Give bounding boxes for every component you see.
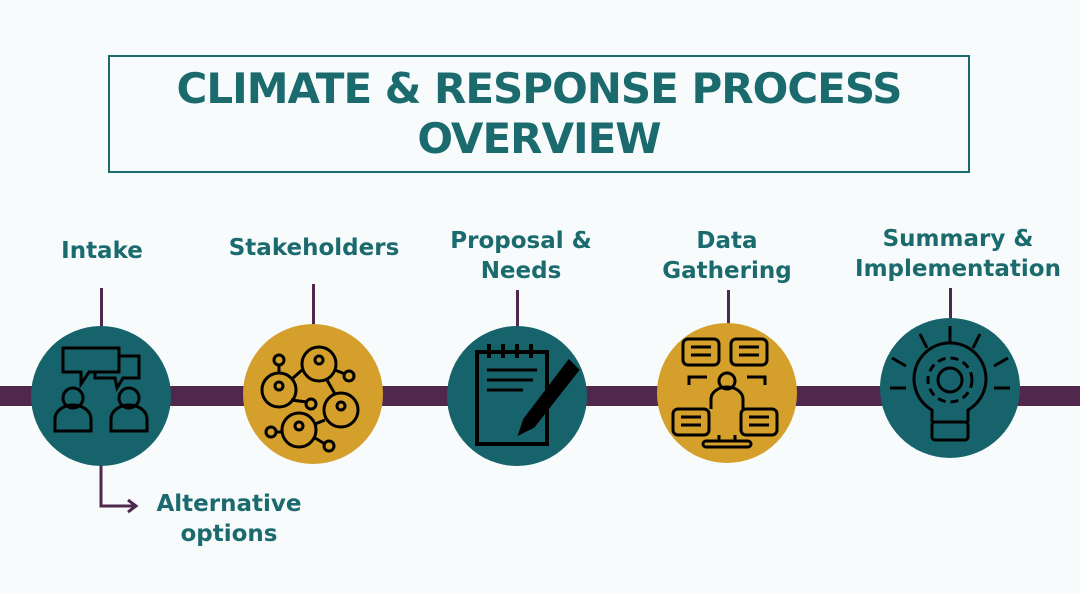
label-text: Summary & [882, 226, 1034, 252]
step-proposal [447, 326, 587, 466]
step-stakeholders [243, 324, 383, 464]
person-chat-bubbles-icon [671, 337, 779, 449]
title-box: CLIMATE & RESPONSE PROCESS OVERVIEW [108, 55, 970, 173]
connector-summary [949, 288, 952, 322]
label-text: Data [696, 228, 758, 254]
label-text: Proposal & [450, 228, 592, 254]
connector-intake [100, 288, 103, 328]
label-text: Needs [480, 258, 562, 284]
notepad-pencil-icon [475, 344, 580, 446]
label-text: Gathering [662, 258, 792, 284]
step-label-intake: Intake [61, 236, 143, 266]
network-people-icon [260, 345, 360, 453]
step-label-stakeholders: Stakeholders [229, 233, 400, 263]
title-line-2: OVERVIEW [417, 114, 661, 163]
label-text: Intake [61, 238, 143, 264]
label-text: options [180, 521, 278, 547]
label-text: Stakeholders [228, 235, 400, 261]
step-label-summary: Summary & Implementation [855, 224, 1061, 284]
title-line-1: CLIMATE & RESPONSE PROCESS [176, 64, 903, 113]
label-text: Implementation [855, 256, 1061, 282]
conversation-icon [53, 346, 149, 433]
step-summary [880, 318, 1020, 458]
connector-data [727, 290, 730, 328]
branch-label: Alternative options [157, 489, 302, 549]
step-intake [31, 326, 171, 466]
step-label-proposal: Proposal & Needs [450, 226, 591, 286]
connector-stakeholders [312, 284, 315, 328]
branch-arrow-icon [99, 460, 139, 514]
step-data-gathering [657, 323, 797, 463]
lightbulb-gear-icon [890, 326, 1010, 442]
connector-proposal [516, 290, 519, 328]
label-text: Alternative [156, 491, 302, 517]
